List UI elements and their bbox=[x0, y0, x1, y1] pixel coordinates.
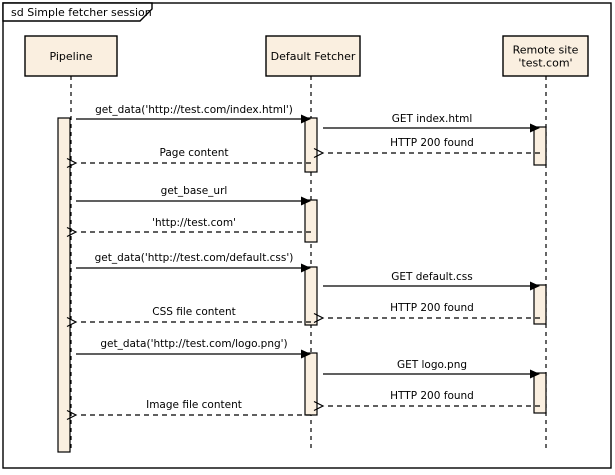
participant-box-remote-site[interactable] bbox=[502, 35, 589, 77]
message-label-7: get_data('http://test.com/default.css') bbox=[95, 252, 294, 264]
activation-bar-default-fetcher bbox=[304, 266, 318, 326]
message-arrowhead-open-3 bbox=[313, 147, 325, 159]
message-arrowhead-open-10 bbox=[66, 316, 78, 328]
message-label-2: GET index.html bbox=[392, 113, 473, 125]
message-label-14: Image file content bbox=[146, 399, 242, 411]
participant-label-default-fetcher: Default Fetcher bbox=[271, 50, 356, 63]
message-14: Image file content bbox=[66, 399, 311, 421]
activation-bar-default-fetcher bbox=[304, 117, 318, 173]
message-6: 'http://test.com' bbox=[66, 217, 311, 238]
participant-box-pipeline[interactable] bbox=[24, 35, 118, 77]
message-label-12: GET logo.png bbox=[397, 359, 467, 371]
message-3: HTTP 200 found bbox=[313, 137, 540, 159]
message-arrowhead-solid-8 bbox=[530, 281, 540, 291]
message-label-6: 'http://test.com' bbox=[152, 217, 236, 229]
diagram-frame-title: sd Simple fetcher session bbox=[11, 6, 152, 19]
activation-bar-default-fetcher bbox=[304, 199, 318, 243]
activation-bar-remote-site bbox=[533, 284, 547, 325]
participant-box-default-fetcher[interactable] bbox=[265, 35, 361, 77]
message-12: GET logo.png bbox=[323, 359, 540, 379]
participant-label-remote-site: Remote site bbox=[513, 44, 579, 57]
message-label-1: get_data('http://test.com/index.html') bbox=[95, 104, 293, 116]
diagram-frame-border bbox=[2, 2, 612, 469]
message-9: HTTP 200 found bbox=[313, 302, 540, 324]
message-arrowhead-solid-5 bbox=[301, 196, 311, 206]
message-arrowhead-open-13 bbox=[313, 400, 325, 412]
message-label-4: Page content bbox=[160, 147, 229, 159]
message-label-11: get_data('http://test.com/logo.png') bbox=[100, 338, 287, 350]
activation-bar-pipeline bbox=[57, 117, 71, 453]
message-arrowhead-open-14 bbox=[66, 409, 78, 421]
message-label-3: HTTP 200 found bbox=[390, 137, 474, 149]
message-2: GET index.html bbox=[323, 113, 540, 133]
message-arrowhead-open-6 bbox=[66, 226, 78, 238]
participant-label-pipeline: Pipeline bbox=[49, 50, 92, 63]
message-label-9: HTTP 200 found bbox=[390, 302, 474, 314]
message-10: CSS file content bbox=[66, 306, 311, 328]
message-5: get_base_url bbox=[76, 185, 311, 206]
message-arrowhead-solid-7 bbox=[301, 263, 311, 273]
message-arrowhead-solid-1 bbox=[301, 114, 311, 124]
message-7: get_data('http://test.com/default.css') bbox=[76, 252, 311, 273]
message-label-5: get_base_url bbox=[161, 185, 228, 197]
participant-label-remote-site: 'test.com' bbox=[518, 57, 572, 70]
messages-group: get_data('http://test.com/index.html') GE… bbox=[66, 104, 540, 421]
activation-bar-default-fetcher bbox=[304, 352, 318, 416]
message-arrowhead-open-4 bbox=[66, 157, 78, 169]
message-arrowhead-open-9 bbox=[313, 312, 325, 324]
diagram-frame-tab bbox=[2, 2, 153, 22]
message-arrowhead-solid-2 bbox=[530, 123, 540, 133]
message-13: HTTP 200 found bbox=[313, 390, 540, 412]
message-label-8: GET default.css bbox=[391, 271, 473, 283]
activation-bar-remote-site bbox=[533, 372, 547, 414]
message-8: GET default.css bbox=[323, 271, 540, 291]
message-label-13: HTTP 200 found bbox=[390, 390, 474, 402]
activation-bar-remote-site bbox=[533, 126, 547, 166]
message-11: get_data('http://test.com/logo.png') bbox=[76, 338, 311, 359]
participants-group: Pipeline Default Fetcher Remote site'test.… bbox=[24, 35, 589, 77]
message-arrowhead-solid-11 bbox=[301, 349, 311, 359]
message-label-10: CSS file content bbox=[152, 306, 236, 318]
message-4: Page content bbox=[66, 147, 311, 169]
message-1: get_data('http://test.com/index.html') bbox=[76, 104, 311, 124]
message-arrowhead-solid-12 bbox=[530, 369, 540, 379]
